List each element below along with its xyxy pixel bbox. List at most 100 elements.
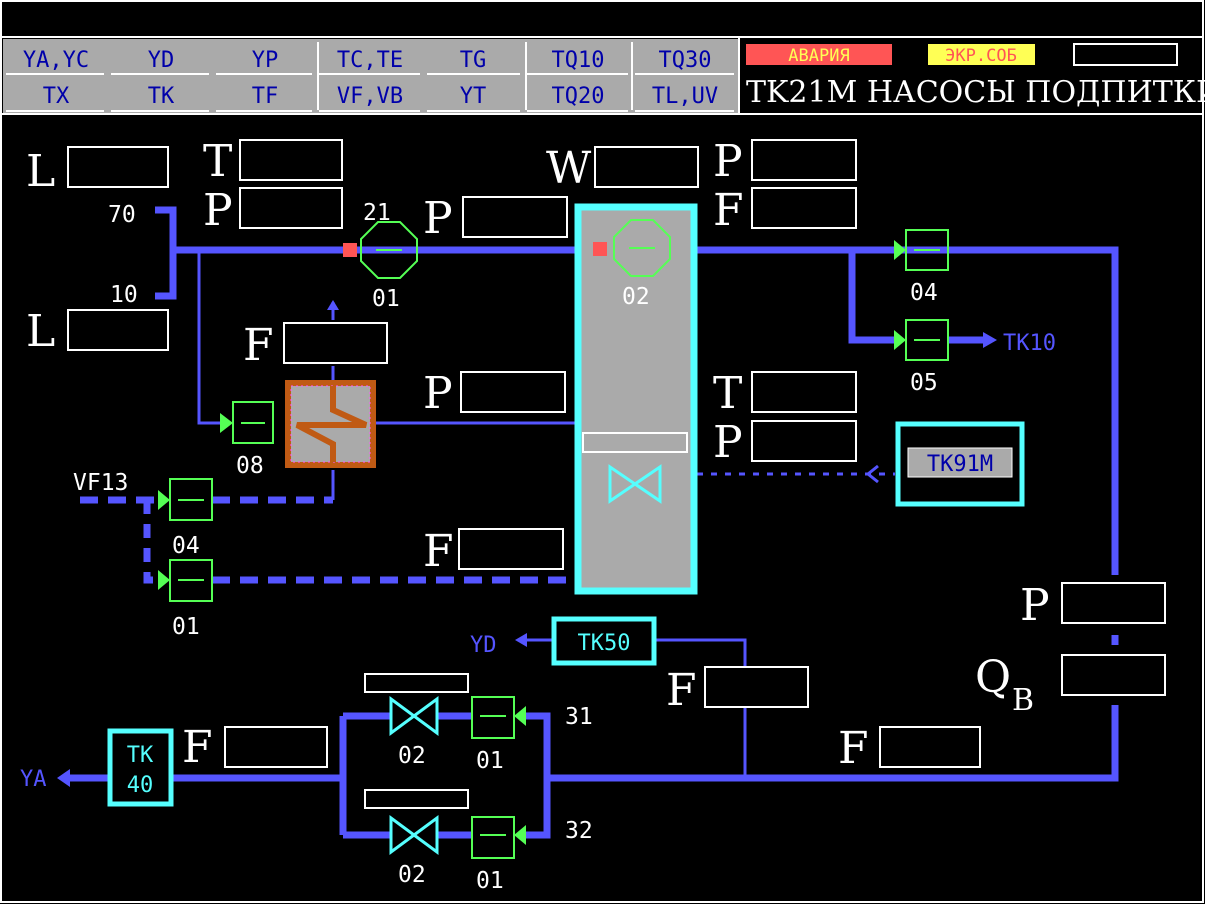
nav-button-tc-te[interactable]: TC,TE bbox=[317, 42, 420, 110]
valve-08[interactable]: 08 bbox=[220, 401, 274, 479]
nav-button-label: TX bbox=[43, 84, 70, 109]
nav-button-label: TK bbox=[148, 84, 175, 109]
nav-button-label: YD bbox=[148, 48, 175, 73]
deaerator-column: 02 bbox=[574, 203, 698, 595]
heat-value-box[interactable] bbox=[1061, 654, 1166, 696]
pressure-value-box[interactable] bbox=[239, 187, 343, 229]
flow-value-box[interactable] bbox=[458, 528, 564, 570]
nav-button-tl-uv[interactable]: TL,UV bbox=[635, 84, 734, 112]
nav-button-tq10[interactable]: TQ10 bbox=[525, 42, 628, 110]
valve-04b[interactable]: 04 bbox=[158, 478, 213, 559]
flow-value-box[interactable] bbox=[224, 726, 328, 768]
pump-02[interactable]: 02 bbox=[593, 219, 671, 310]
nav-button-tf[interactable]: TF bbox=[216, 84, 312, 112]
pressure-value-box[interactable] bbox=[751, 139, 857, 181]
status-box bbox=[1073, 43, 1178, 66]
nav-button-ya-yc[interactable]: YA,YC bbox=[6, 48, 104, 75]
event-screen-badge[interactable]: ЭКР.СОБ bbox=[928, 44, 1035, 66]
header-status: АВАРИЯ ЭКР.СОБ TK21M НАСОСЫ ПОДПИТКИ bbox=[738, 37, 1205, 114]
nav-button-tk[interactable]: TK bbox=[111, 84, 209, 112]
control-valve-02-top[interactable] bbox=[389, 696, 439, 736]
nav-button-label: TQ10 bbox=[552, 48, 605, 73]
valve-label: 02 bbox=[398, 743, 426, 769]
nav-button-yp[interactable]: YP bbox=[216, 48, 312, 75]
page-title: TK21M НАСОСЫ ПОДПИТКИ bbox=[746, 75, 1205, 110]
nav-panel-bg bbox=[3, 39, 738, 113]
arrow-left-icon bbox=[515, 633, 527, 647]
valve-label: 08 bbox=[236, 453, 264, 479]
pressure-value-box[interactable] bbox=[462, 196, 568, 238]
valve-01-top[interactable]: 01 bbox=[471, 696, 526, 774]
nav-button-tx[interactable]: TX bbox=[6, 84, 104, 112]
link-tk91m-label: TK91M bbox=[927, 452, 993, 477]
valve-01b[interactable]: 01 bbox=[158, 559, 213, 640]
pressure-label: P bbox=[203, 185, 233, 236]
line-32-label: 32 bbox=[565, 818, 593, 844]
flow-value-box[interactable] bbox=[704, 666, 809, 708]
valve-icon[interactable] bbox=[608, 464, 662, 504]
alarm-badge[interactable]: АВАРИЯ bbox=[746, 44, 892, 66]
flow-label: F bbox=[423, 526, 454, 577]
valve-position-box bbox=[364, 789, 469, 809]
pressure-value-box[interactable] bbox=[751, 420, 857, 462]
pressure-value-box[interactable] bbox=[460, 371, 566, 413]
level-label: L bbox=[26, 306, 55, 357]
temperature-label: T bbox=[203, 136, 232, 187]
link-tk91m[interactable]: TK91M bbox=[895, 421, 1025, 507]
valve-label: 05 bbox=[910, 370, 938, 396]
flow-label: F bbox=[182, 722, 213, 773]
pressure-value-box[interactable] bbox=[1061, 582, 1166, 624]
flow-value-box[interactable] bbox=[879, 726, 981, 768]
link-tk10[interactable]: TK10 bbox=[1003, 331, 1056, 356]
temperature-value-box[interactable] bbox=[239, 139, 343, 181]
control-valve-02-bottom[interactable] bbox=[389, 815, 439, 855]
level-value-box[interactable] bbox=[67, 309, 169, 351]
temperature-value-box[interactable] bbox=[751, 371, 857, 413]
pump-icon bbox=[613, 219, 671, 277]
nav-button-vf-vb[interactable]: VF,VB bbox=[319, 84, 420, 112]
link-tk40[interactable]: TK 40 bbox=[107, 728, 174, 807]
nav-panel: YA,YC YD YP TC,TE TG TQ10 TQ30 TX TK TF … bbox=[3, 39, 738, 113]
arrowheads bbox=[57, 300, 997, 787]
nav-button-label: YT bbox=[460, 84, 487, 109]
arrow-right-icon bbox=[983, 332, 997, 348]
nav-button-label: TG bbox=[460, 48, 487, 73]
w-value-box[interactable] bbox=[594, 146, 699, 188]
link-tk40-label: 40 bbox=[127, 773, 154, 798]
pump-icon bbox=[360, 221, 418, 279]
level-mark-70: 70 bbox=[108, 202, 136, 228]
valve-label: 01 bbox=[476, 748, 504, 774]
link-tk50[interactable]: TK50 bbox=[551, 616, 657, 666]
flow-label: F bbox=[838, 723, 869, 774]
nav-button-label: TQ30 bbox=[659, 48, 712, 73]
valve-01-bottom[interactable]: 01 bbox=[471, 816, 526, 894]
heat-q-subscript: B bbox=[1012, 683, 1034, 718]
link-ya[interactable]: YA bbox=[20, 767, 47, 792]
nav-button-tq20[interactable]: TQ20 bbox=[527, 84, 628, 112]
arrow-left-icon bbox=[865, 464, 879, 484]
level-label: L bbox=[26, 146, 55, 197]
arrow-up-icon bbox=[327, 300, 339, 310]
nav-button-tg[interactable]: TG bbox=[427, 48, 520, 75]
line-vf13-label: VF13 bbox=[73, 470, 128, 496]
heat-exchanger[interactable] bbox=[285, 380, 376, 468]
valve-04[interactable]: 04 bbox=[894, 229, 949, 306]
flow-label: F bbox=[713, 185, 744, 236]
level-indicator bbox=[582, 432, 688, 453]
pressure-label: P bbox=[1020, 580, 1050, 631]
nav-button-label: TQ20 bbox=[552, 84, 605, 109]
pump-01[interactable]: 21 01 bbox=[343, 200, 418, 312]
link-yd[interactable]: YD bbox=[470, 633, 497, 658]
flow-value-box[interactable] bbox=[283, 322, 388, 364]
nav-button-yd[interactable]: YD bbox=[111, 48, 209, 75]
pressure-label: P bbox=[423, 193, 453, 244]
level-value-box[interactable] bbox=[67, 146, 169, 188]
link-tk40-label: TK bbox=[127, 743, 154, 768]
pressure-label: P bbox=[713, 417, 743, 468]
flow-value-box[interactable] bbox=[751, 187, 857, 229]
nav-button-yt[interactable]: YT bbox=[427, 84, 520, 112]
nav-button-tq30[interactable]: TQ30 bbox=[631, 42, 734, 110]
line-31-label: 31 bbox=[565, 704, 593, 730]
valve-05[interactable]: 05 bbox=[894, 319, 949, 396]
